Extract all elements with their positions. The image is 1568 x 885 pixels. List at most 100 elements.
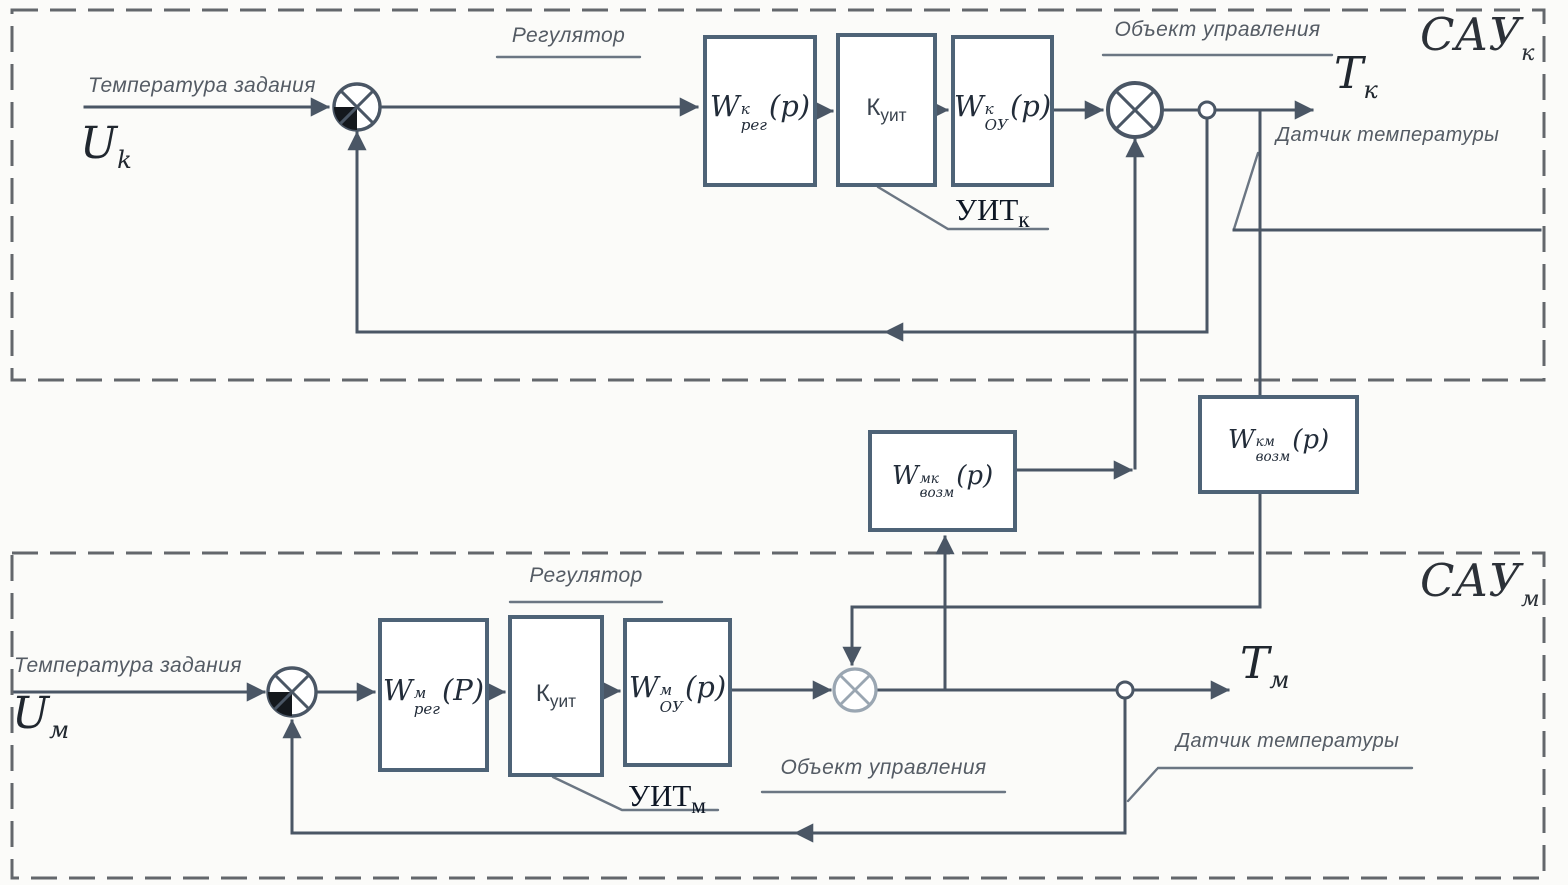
input-signal-m: Uм (12, 692, 69, 742)
pickoff-node-k (1197, 100, 1217, 120)
system-m-boundary (10, 551, 1546, 880)
system-title-k-sub: к (1521, 40, 1535, 66)
block-plant-m (623, 618, 732, 767)
w-plant-m-sup: м (659, 681, 673, 700)
plant-caption-m: Объект управления (780, 756, 987, 779)
w-reg-k-sup: к (740, 99, 750, 118)
caption-underlines (495, 53, 1414, 812)
block-coupling-km (1198, 395, 1359, 494)
w-mk-base: W (891, 461, 919, 492)
block-kuit-m-label: Куит (510, 617, 602, 775)
pickoff-node-m (1115, 680, 1135, 700)
w-km-base: W (1227, 424, 1255, 455)
w-reg-k-arg: (p) (768, 88, 811, 123)
wire-wkm-out (850, 490, 1262, 609)
output-signal-k-sub: к (1363, 75, 1378, 104)
uit-caption-m-sub: м (691, 793, 706, 820)
uit-caption-m: УИТм (628, 778, 706, 820)
uit-caption-k-base: УИТ (955, 192, 1019, 227)
w-reg-k-sub: рег (740, 116, 767, 135)
w-reg-m-arg: (P) (441, 672, 485, 707)
system-title-m: САУм (1420, 558, 1540, 611)
w-mk-arg: (p) (956, 461, 994, 492)
regulator-caption-k: Регулятор (511, 24, 626, 47)
block-kuit-m (508, 615, 604, 777)
output-signal-m-base: T (1240, 638, 1270, 689)
formula-kuit-m: Куит (536, 680, 576, 712)
output-signal-k: Tк (1334, 52, 1378, 102)
setpoint-label-m: Температура задания (14, 654, 242, 677)
block-kuit-k (836, 33, 937, 187)
system-k-boundary (10, 8, 1546, 382)
w-plant-k-arg: (p) (1009, 88, 1052, 123)
uit-caption-k-sub: к (1018, 207, 1030, 234)
w-km-sub: возм (1255, 448, 1291, 465)
input-signal-k: Uk (80, 122, 132, 172)
w-plant-k-base: W (953, 88, 984, 123)
summing-junction-disturbance-k (1106, 81, 1164, 139)
w-mk-sup: мк (919, 470, 939, 487)
output-signal-m: Tм (1240, 642, 1289, 692)
w-reg-m-sup: м (413, 683, 427, 702)
input-signal-m-base: U (12, 688, 50, 739)
system-title-k-base: САУ (1420, 8, 1522, 61)
uit-caption-k: УИТк (955, 192, 1030, 234)
w-km-sup: км (1255, 434, 1275, 451)
summing-junction-disturbance-m (832, 667, 878, 713)
system-title-k: САУк (1420, 12, 1534, 65)
formula-kuit-k: Куит (866, 94, 906, 126)
input-signal-k-base: U (80, 118, 118, 169)
sensor-caption-k: Датчик температуры (1276, 124, 1500, 146)
w-plant-k-sup: к (984, 99, 994, 118)
uit-callout-m (551, 775, 720, 812)
uit-callout-k (876, 185, 1050, 231)
w-plant-m-arg: (p) (684, 670, 727, 705)
block-regulator-m (378, 618, 489, 772)
output-signal-k-base: T (1334, 48, 1364, 99)
sensor-tick-k (1232, 151, 1260, 231)
sensor-caption-m: Датчик температуры (1176, 730, 1400, 752)
kuit-k-base: К (866, 94, 881, 122)
w-reg-k-base: W (709, 88, 740, 123)
w-reg-m-sub: рег (413, 700, 440, 719)
block-regulator-k (703, 35, 817, 187)
w-mk-sub: возм (919, 485, 955, 502)
uit-caption-m-base: УИТ (628, 778, 692, 813)
kuit-m-base: К (535, 680, 550, 708)
plant-caption-k: Объект управления (1114, 18, 1321, 41)
summing-junction-input-k (332, 82, 382, 132)
setpoint-label-k: Температура задания (88, 74, 316, 97)
block-kuit-k-label: Куит (838, 35, 935, 185)
output-signal-m-sub: м (1269, 665, 1290, 694)
signal-wires (13, 97, 1542, 843)
input-signal-k-sub: k (117, 145, 132, 174)
w-plant-m-sub: ОУ (659, 697, 683, 716)
regulator-caption-m: Регулятор (529, 564, 643, 587)
sensor-tick-m (1126, 767, 1159, 803)
block-coupling-mk (868, 430, 1017, 532)
summing-junction-input-m (266, 666, 318, 718)
w-plant-k-sub: ОУ (984, 116, 1008, 135)
block-plant-k (951, 35, 1054, 187)
w-km-arg: (p) (1292, 424, 1330, 455)
system-title-m-sub: м (1521, 586, 1540, 612)
function-blocks (378, 33, 1359, 777)
w-plant-m-base: W (628, 670, 659, 705)
input-signal-m-sub: м (49, 715, 70, 744)
kuit-m-sub: уит (549, 690, 577, 711)
kuit-k-sub: уит (880, 104, 907, 125)
